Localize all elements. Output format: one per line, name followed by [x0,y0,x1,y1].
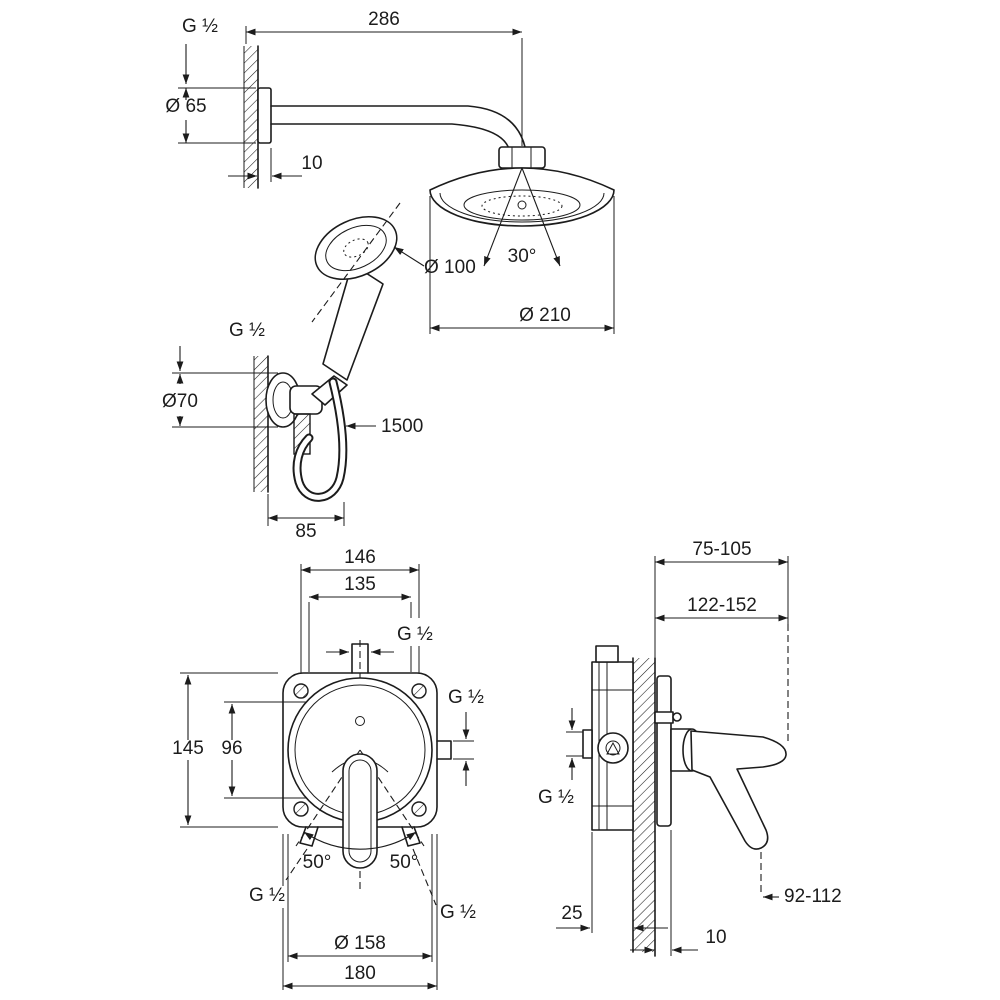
dim-158-label: Ø 158 [334,933,386,954]
valve-flow-mark [606,741,620,755]
dim-10-side-label: 10 [705,927,726,948]
dim-75-105-extension-lines [654,556,789,658]
swivel-angle-arc [303,831,417,850]
trim-set-screw-hole [355,716,365,726]
lever-handle-front [342,753,378,869]
dim-96-extension-lines [224,701,306,799]
swivel-angle-right-label: 50° [390,852,419,873]
valve-inlet-port [582,729,593,759]
valve-cartridge-inner [605,740,621,756]
lever-handle-side [690,730,787,850]
swivel-angle-left-label: 50° [303,852,332,873]
dim-158-extension-lines [287,834,433,962]
dim-85-label: 85 [295,521,316,542]
thread-bottom-left-label: G ½ [249,885,285,906]
spray-angle-line-right [521,167,561,267]
valve-cartridge-circle [597,732,629,764]
dim-25-label: 25 [561,903,582,924]
thread-outlet-label: G ½ [229,320,265,341]
spray-angle-line-left [483,167,523,267]
dim-135-extension-lines [308,602,412,672]
plate-screw-bottom-right [411,801,427,817]
head-shower-rim [439,192,605,223]
plate-screw-top-right [411,683,427,699]
thread-top-front-label: G ½ [397,624,433,645]
front-view: 146 135 G ½ G ½ 1 [172,547,484,990]
dim-10-extension-lines [257,148,272,182]
hand-shower-handle [322,263,384,381]
diverter-stub [654,711,674,724]
right-connection-stub [436,740,452,760]
shower-arm-outer [270,105,526,148]
shower-arm-inner [270,123,510,150]
dim-180-extension-lines [282,834,438,990]
dim-65-label: Ø 65 [165,96,206,117]
valve-body-details [592,689,633,807]
dim-145-label: 145 [172,738,204,759]
hand-shower-holder [311,375,348,406]
dim-1500-label: 1500 [381,416,423,437]
dim-96-label: 96 [221,738,242,759]
hand-shower-centerline [311,202,401,323]
top-connection-stub [351,643,369,674]
head-shower-face [463,189,581,221]
swivel-angle-dashed-lines [295,749,425,847]
ball-joint-nut [498,146,546,169]
dim-65-extension-lines [178,87,256,144]
dim-70-extension-lines [172,372,278,428]
plate-screw-top-left [293,683,309,699]
wall-hatch-side [633,658,655,952]
dim-286-label: 286 [368,9,400,30]
dim-210-extension-lines [429,196,615,334]
spray-angle-label: 30° [508,246,537,267]
side-view: 75-105 122-152 G ½ 92-112 25 10 [538,539,842,957]
head-shower-center-cap [517,200,527,210]
bottom-connection-stubs [299,826,421,847]
head-shower-nozzle-ring [481,195,563,217]
thread-right-extension-lines [453,740,474,760]
dim-122-152-label: 122-152 [687,595,757,616]
dim-100-leader [393,246,425,267]
hand-shower-head-nozzles [343,238,369,258]
dim-210-label: Ø 210 [519,305,571,326]
lever-handle-front-inner [348,759,372,863]
dim-75-105-label: 75-105 [692,539,751,560]
plate-screw-bottom-left [293,801,309,817]
diverter-knob [672,712,682,722]
wall-hatch-mid [254,356,268,492]
shower-hose-core [294,379,346,500]
dim-146-label: 146 [344,547,376,568]
thread-bottom-left-leader [285,848,308,881]
dim-70-label: Ø70 [162,391,198,412]
valve-top-cap [595,645,619,663]
wall-hatch-top [244,46,258,188]
thread-top-label: G ½ [182,16,218,37]
thread-bottom-right-label: G ½ [440,902,476,923]
dim-92-112-label: 92-112 [784,886,842,907]
hand-shower-head [314,215,398,281]
hand-shower-head-outer [314,215,398,281]
dim-135-label: 135 [344,574,376,595]
head-shower-body [429,167,615,227]
arm-escutcheon [257,87,272,144]
hand-shower-head-mid [325,224,387,272]
dim-180-label: 180 [344,963,376,984]
thread-inlet-label: G ½ [538,787,574,808]
top-view: 286 G ½ Ø 65 10 30° Ø 210 [162,9,615,542]
side-escutcheon [656,675,672,827]
ball-joint-nut-seams [511,147,532,168]
thread-right-label: G ½ [448,687,484,708]
dim-145-extension-lines [180,672,278,828]
thread-inlet-extension-lines [566,731,583,757]
dim-10-label: 10 [301,153,322,174]
dim-100-label: Ø 100 [424,257,476,278]
